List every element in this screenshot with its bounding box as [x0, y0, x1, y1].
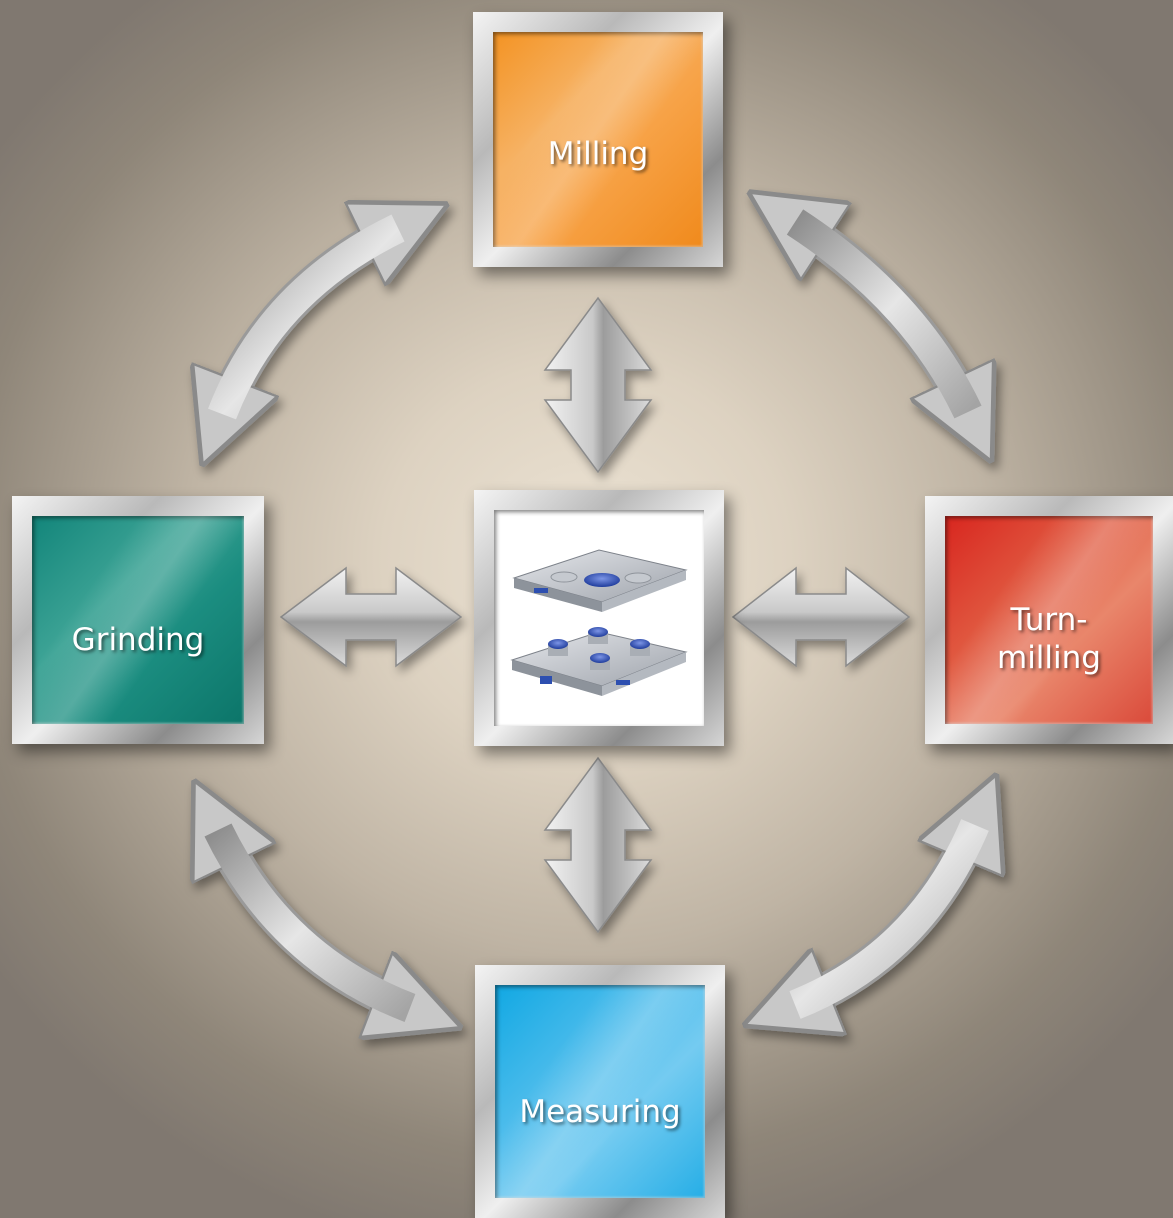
milling-panel: Milling	[493, 32, 703, 247]
base-plate-with-modules	[510, 627, 688, 696]
milling-label: Milling	[547, 136, 649, 172]
turnmilling-label: Turn- milling	[997, 602, 1101, 676]
arrow-milling-center	[543, 296, 653, 474]
grinding-label: Grinding	[71, 622, 205, 658]
measuring-panel: Measuring	[495, 985, 705, 1198]
center-box	[474, 490, 724, 746]
grinding-panel: Grinding	[32, 516, 244, 724]
measuring-box: Measuring	[475, 965, 725, 1218]
turnmilling-box: Turn- milling	[925, 496, 1173, 744]
top-pallet	[512, 549, 688, 612]
arrow-grinding-center	[279, 566, 463, 668]
arrow-center-measuring	[543, 756, 653, 934]
turnmilling-panel: Turn- milling	[945, 516, 1153, 724]
measuring-label: Measuring	[519, 1094, 681, 1130]
milling-box: Milling	[473, 12, 723, 267]
arrow-center-turnmilling	[731, 566, 911, 668]
center-panel	[494, 510, 704, 726]
pallet-clamping-system-image	[510, 549, 688, 696]
grinding-box: Grinding	[12, 496, 264, 744]
